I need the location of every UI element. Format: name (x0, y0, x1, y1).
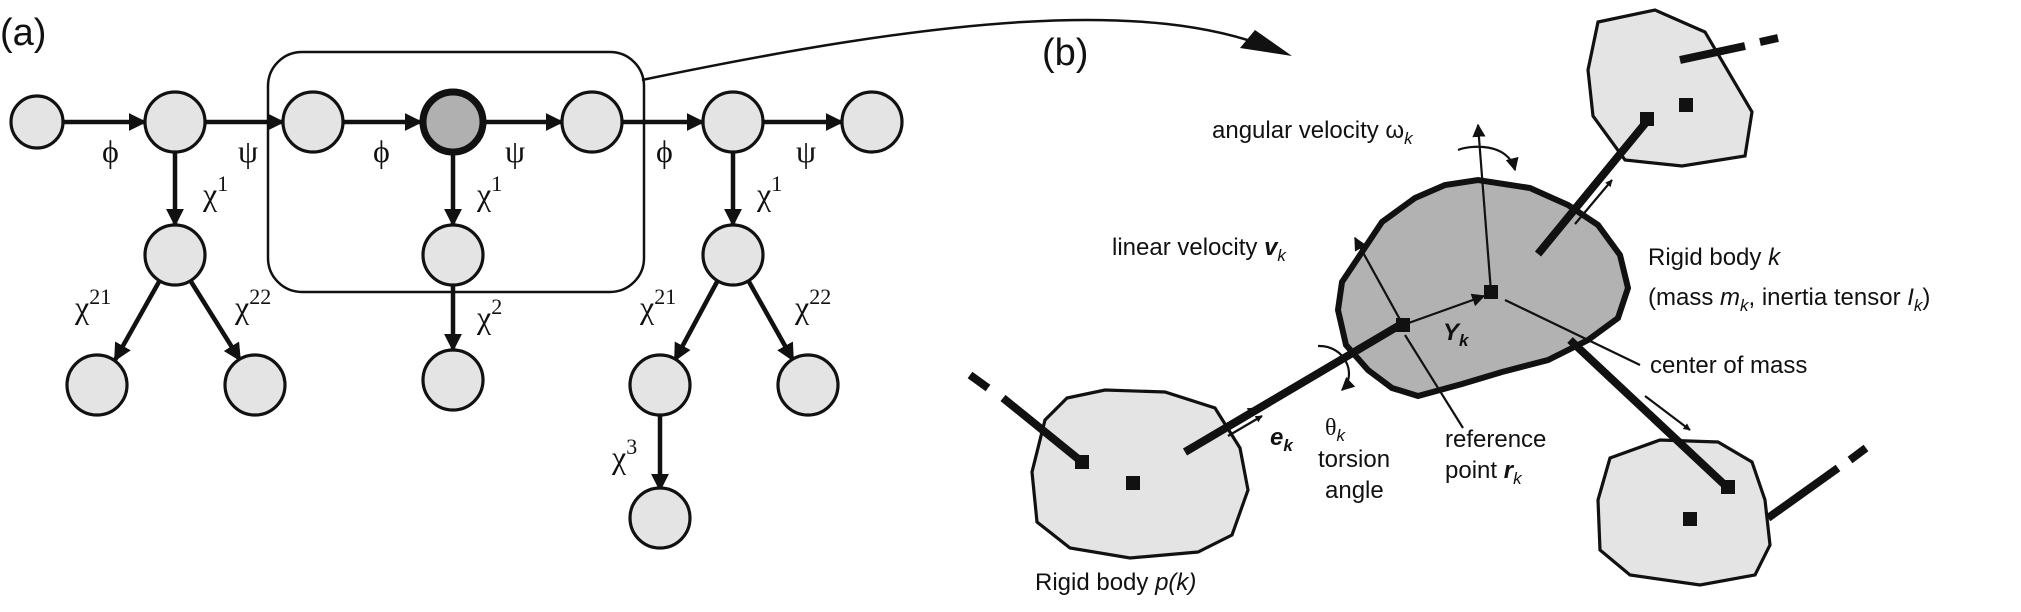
label-rigid-body-parent: Rigid body p(k) (1035, 569, 1196, 596)
node-sidechain (65, 353, 129, 417)
panel-a: (a) ϕ (0, 12, 904, 550)
residue-box (266, 50, 646, 294)
bond-stub-dash (967, 371, 991, 392)
bond-stub-dash (1759, 34, 1779, 46)
label-reference: reference (1445, 426, 1546, 453)
label-chi1: χ1 (756, 171, 782, 212)
label-angle: angle (1325, 477, 1384, 504)
edge-chi21-left (113, 278, 162, 362)
panel-a-label: (a) (0, 12, 46, 54)
leader-reference-point (1404, 334, 1464, 429)
node-sidechain (223, 353, 287, 417)
label-chi3: χ3 (611, 434, 637, 475)
node-sidechain (776, 353, 840, 417)
node-sidechain (421, 223, 485, 287)
label-chi22: χ22 (794, 284, 831, 325)
bond-stub-dash (1847, 444, 1869, 464)
label-chi21: χ21 (639, 284, 676, 325)
bond-to-bottom-right (1567, 337, 1731, 491)
label-angular-velocity: angular velocity ωk (1212, 117, 1414, 148)
label-phi: ϕ (373, 133, 390, 169)
label-psi: ψ (505, 133, 525, 169)
vector-Y (1402, 293, 1486, 327)
bond-to-top-right (1534, 117, 1652, 257)
panel-b-label: (b) (1042, 32, 1088, 74)
node-backbone (143, 90, 207, 154)
label-chi22: χ22 (234, 284, 271, 325)
top-right-reference-marker (1640, 112, 1654, 126)
node-backbone (560, 90, 624, 154)
node-backbone-highlighted (419, 88, 487, 156)
top-right-center-marker (1679, 98, 1693, 112)
bond-to-parent (1182, 318, 1408, 456)
bond-direction-arrow (1227, 415, 1263, 437)
label-center-of-mass: center of mass (1650, 352, 1807, 379)
label-Y: Yk (1443, 319, 1470, 350)
label-point-r: point rk (1445, 457, 1523, 488)
label-psi: ψ (238, 133, 258, 169)
bottom-right-reference-marker (1721, 480, 1735, 494)
leader-center-of-mass (1504, 299, 1641, 366)
label-chi1: χ1 (476, 171, 502, 212)
parent-center-marker (1126, 476, 1140, 490)
edge-chi22-left (188, 278, 242, 362)
label-linear-velocity: linear velocity vk (1112, 234, 1287, 265)
rigid-body-top-right (1586, 8, 1754, 168)
bond-direction-arrow (1574, 179, 1613, 225)
bond-top-right-stub (1679, 42, 1746, 64)
label-psi: ψ (796, 133, 816, 169)
edge-chi21-right (673, 278, 720, 362)
label-mass-inertia: (mass mk, inertia tensor Ik) (1648, 284, 1930, 315)
label-e: ek (1270, 424, 1294, 455)
linear-velocity-arrow (1354, 236, 1404, 326)
node-backbone (840, 90, 904, 154)
node-backbone (701, 90, 765, 154)
label-chi2: χ2 (476, 294, 502, 335)
node-sidechain (701, 223, 765, 287)
panel-b: (b) (967, 8, 1930, 596)
angular-velocity-axis (1472, 123, 1493, 293)
label-phi: ϕ (656, 133, 673, 169)
bond-to-parent-stub (1000, 394, 1085, 466)
node-backbone (9, 94, 65, 150)
rigid-body-parent (1030, 388, 1250, 560)
node-sidechain (628, 353, 692, 417)
node-sidechain (421, 348, 485, 412)
bottom-right-center-marker (1683, 512, 1697, 526)
angular-velocity-rotation (1457, 145, 1519, 172)
zoom-connector-arrow (641, 18, 1281, 82)
bond-direction-arrow (1644, 395, 1691, 431)
label-chi1: χ1 (202, 171, 228, 212)
edge-chi22-right (746, 278, 795, 362)
parent-reference-marker (1075, 455, 1089, 469)
label-phi: ϕ (102, 133, 119, 169)
label-torsion: torsion (1318, 446, 1390, 473)
node-sidechain (143, 223, 207, 287)
zoom-connector-arrowhead (1240, 30, 1292, 56)
torsion-rotation-arrow (1317, 344, 1356, 391)
label-theta: θk (1325, 415, 1347, 445)
label-chi21: χ21 (74, 284, 111, 325)
node-backbone (281, 90, 345, 154)
bond-vector-e (1221, 407, 1255, 428)
bond-bottom-right-stub (1765, 464, 1841, 522)
label-rigid-body-k: Rigid body k (1648, 244, 1782, 271)
node-sidechain (628, 486, 692, 550)
